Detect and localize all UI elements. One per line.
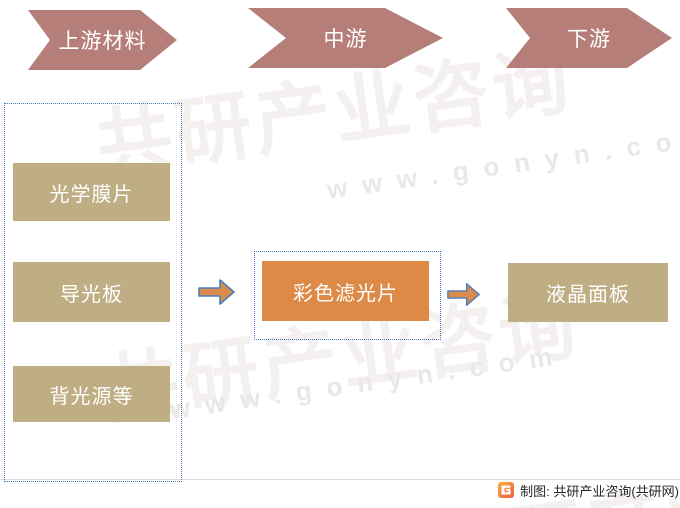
credit-text: 制图: 共研产业咨询(共研网) (520, 483, 679, 499)
flow-arrow-icon (447, 283, 480, 306)
chevron-shape-icon (506, 8, 672, 68)
chevron-shape-icon (28, 10, 177, 70)
midstream-group-box (254, 251, 441, 340)
watermark-url-2: www.gonyn.com (168, 339, 569, 425)
logo-g-glyph (501, 485, 511, 495)
watermark-url-1: www.gonyn.com (325, 119, 680, 205)
stage-chevron-midstream: 中游 (248, 8, 443, 68)
node-light-guide-plate: 导光板 (13, 262, 170, 322)
stage-label-downstream: 下游 (567, 28, 611, 51)
node-color-filter: 彩色滤光片 (262, 261, 429, 321)
stage-chevron-downstream: 下游 (506, 8, 672, 68)
stage-chevron-upstream: 上游材料 (28, 10, 177, 70)
gonyn-logo-icon (498, 482, 515, 498)
node-lcd-panel: 液晶面板 (508, 263, 668, 322)
watermark-url-top: www.gonyn.com (128, 0, 529, 5)
upstream-group-box (4, 103, 182, 482)
node-optical-film: 光学膜片 (13, 163, 170, 221)
stage-label-midstream: 中游 (323, 28, 368, 51)
stage-label-upstream: 上游材料 (58, 30, 147, 53)
flow-arrow-icon (198, 279, 235, 305)
bottom-rule-line (0, 479, 680, 480)
footer-credit-bar: 制图: 共研产业咨询(共研网) (498, 479, 679, 501)
chevron-shape-icon (248, 8, 443, 68)
node-backlight-source: 背光源等 (13, 366, 170, 422)
